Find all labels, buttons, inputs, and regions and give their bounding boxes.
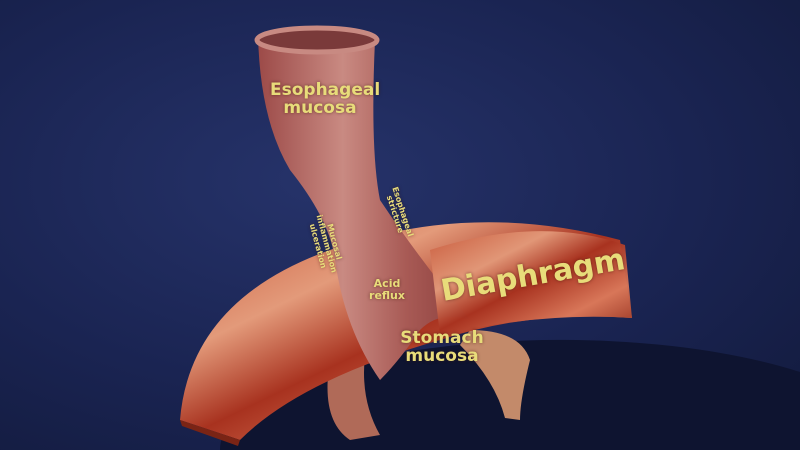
esophagus	[258, 35, 470, 380]
label-stomach-mucosa: Stomach mucosa	[392, 328, 492, 366]
label-line: mucosa	[405, 345, 479, 366]
diaphragm-edge	[180, 420, 240, 446]
stomach-flap-right	[460, 330, 530, 420]
stomach-flap-left	[327, 355, 380, 440]
label-line: mucosa	[283, 97, 357, 118]
label-line: Acid	[373, 277, 401, 290]
esophagus-opening	[254, 25, 380, 55]
diaphragm-right	[430, 231, 632, 335]
label-acid-reflux: Acid reflux	[362, 278, 412, 301]
label-esophageal-mucosa: Esophageal mucosa	[270, 80, 381, 118]
label-line: reflux	[369, 288, 405, 302]
label-line: Esophageal	[270, 80, 381, 100]
label-line: Stomach	[400, 328, 484, 348]
